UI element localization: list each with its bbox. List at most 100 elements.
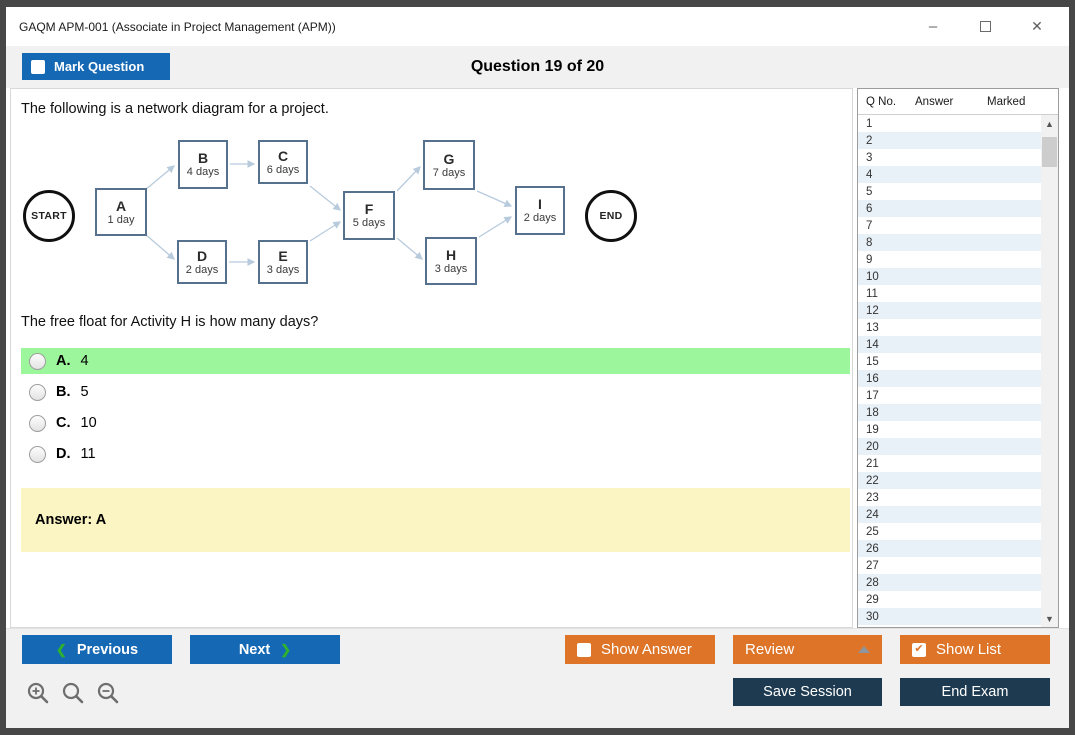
question-row[interactable]: 21 <box>858 455 1041 472</box>
question-row[interactable]: 29 <box>858 591 1041 608</box>
close-icon[interactable]: ✕ <box>1031 18 1043 34</box>
diagram-node-E: E 3 days <box>258 240 308 284</box>
scroll-down-icon[interactable]: ▼ <box>1045 613 1054 624</box>
question-row[interactable]: 1 <box>858 115 1041 132</box>
option-text: 11 <box>80 446 96 462</box>
question-row[interactable]: 2 <box>858 132 1041 149</box>
show-list-button[interactable]: Show List <box>900 635 1050 664</box>
question-number: 25 <box>866 525 879 538</box>
save-session-button[interactable]: Save Session <box>733 678 882 706</box>
col-qno: Q No. <box>866 95 897 108</box>
option-text: 5 <box>80 384 89 400</box>
question-row[interactable]: 10 <box>858 268 1041 285</box>
option-row[interactable]: C. 10 <box>21 410 850 436</box>
mark-question-checkbox-icon[interactable] <box>31 59 45 74</box>
option-row[interactable]: A. 4 <box>21 348 850 374</box>
question-row[interactable]: 25 <box>858 523 1041 540</box>
review-label: Review <box>745 641 795 658</box>
content-area: The following is a network diagram for a… <box>6 88 1069 628</box>
question-number: 16 <box>866 372 879 385</box>
scrollbar-thumb[interactable] <box>1042 137 1057 167</box>
footer-bar: ❮ Previous Next ❯ Show Answer Review Sho… <box>6 628 1069 728</box>
question-number: 17 <box>866 389 879 402</box>
question-row[interactable]: 24 <box>858 506 1041 523</box>
window-title: GAQM APM-001 (Associate in Project Manag… <box>19 19 336 34</box>
show-list-checkbox-icon[interactable] <box>912 642 926 657</box>
question-row[interactable]: 3 <box>858 149 1041 166</box>
question-row[interactable]: 6 <box>858 200 1041 217</box>
caret-up-icon <box>858 646 870 653</box>
question-number: 28 <box>866 576 879 589</box>
question-row[interactable]: 18 <box>858 404 1041 421</box>
question-row[interactable]: 28 <box>858 574 1041 591</box>
question-number: 8 <box>866 236 873 249</box>
zoom-out-icon[interactable] <box>96 681 122 707</box>
option-row[interactable]: B. 5 <box>21 379 850 405</box>
question-row[interactable]: 14 <box>858 336 1041 353</box>
option-text: 4 <box>80 353 89 369</box>
question-number: 15 <box>866 355 879 368</box>
question-number: 3 <box>866 151 873 164</box>
diagram-node-G: G 7 days <box>423 140 475 190</box>
show-answer-button[interactable]: Show Answer <box>565 635 715 664</box>
review-dropdown[interactable]: Review <box>733 635 882 664</box>
question-row[interactable]: 9 <box>858 251 1041 268</box>
question-number: 29 <box>866 593 879 606</box>
scrollbar[interactable]: ▲ ▼ <box>1041 115 1058 627</box>
question-number: 14 <box>866 338 879 351</box>
previous-button[interactable]: ❮ Previous <box>22 635 172 664</box>
question-row[interactable]: 8 <box>858 234 1041 251</box>
next-button[interactable]: Next ❯ <box>190 635 340 664</box>
question-row[interactable]: 20 <box>858 438 1041 455</box>
question-header-bar: Question 19 of 20 Mark Question <box>6 46 1069 88</box>
zoom-tools <box>26 681 122 707</box>
question-row[interactable]: 26 <box>858 540 1041 557</box>
chevron-left-icon: ❮ <box>55 641 67 657</box>
radio-icon[interactable] <box>29 383 46 401</box>
question-row[interactable]: 17 <box>858 387 1041 404</box>
option-row[interactable]: D. 11 <box>21 441 850 467</box>
question-number: 18 <box>866 406 879 419</box>
question-row[interactable]: 12 <box>858 302 1041 319</box>
question-number: 11 <box>866 287 878 300</box>
question-row[interactable]: 11 <box>858 285 1041 302</box>
show-answer-label: Show Answer <box>601 641 692 658</box>
minimize-icon[interactable]: – <box>928 18 938 35</box>
question-row[interactable]: 22 <box>858 472 1041 489</box>
question-row[interactable]: 13 <box>858 319 1041 336</box>
question-number: 2 <box>866 134 873 147</box>
show-answer-checkbox-icon[interactable] <box>577 642 591 657</box>
question-row[interactable]: 15 <box>858 353 1041 370</box>
question-number: 26 <box>866 542 879 555</box>
mark-question-button[interactable]: Mark Question <box>22 53 170 80</box>
question-row[interactable]: 16 <box>858 370 1041 387</box>
question-number: 27 <box>866 559 879 572</box>
option-text: 10 <box>80 415 97 431</box>
question-number: 30 <box>866 610 879 623</box>
scroll-up-icon[interactable]: ▲ <box>1045 118 1054 129</box>
question-number: 24 <box>866 508 879 521</box>
question-number: 4 <box>866 168 873 181</box>
radio-icon[interactable] <box>29 414 46 432</box>
question-row[interactable]: 19 <box>858 421 1041 438</box>
question-row[interactable]: 4 <box>858 166 1041 183</box>
question-row[interactable]: 27 <box>858 557 1041 574</box>
radio-icon[interactable] <box>29 352 46 370</box>
question-row[interactable]: 5 <box>858 183 1041 200</box>
question-row[interactable]: 23 <box>858 489 1041 506</box>
radio-icon[interactable] <box>29 445 46 463</box>
zoom-reset-icon[interactable] <box>61 681 87 707</box>
save-session-label: Save Session <box>763 684 852 700</box>
option-letter: C. <box>56 415 71 431</box>
zoom-in-icon[interactable] <box>26 681 52 707</box>
maximize-icon[interactable] <box>977 19 993 35</box>
question-number: 7 <box>866 219 873 232</box>
question-row[interactable]: 30 <box>858 608 1041 625</box>
question-row[interactable]: 7 <box>858 217 1041 234</box>
diagram-node-B: B 4 days <box>178 140 228 189</box>
answer-box: Answer: A <box>21 488 850 552</box>
diagram-node-H: H 3 days <box>425 237 477 285</box>
end-exam-button[interactable]: End Exam <box>900 678 1050 706</box>
question-counter: Question 19 of 20 <box>470 58 605 75</box>
